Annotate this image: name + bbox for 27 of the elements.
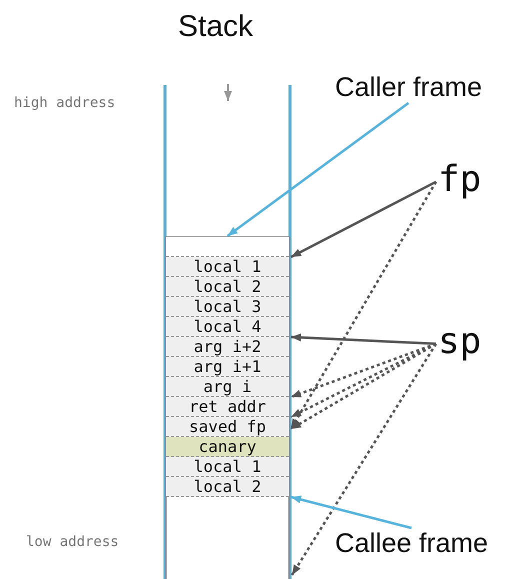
pointer-label: sp [438, 324, 482, 360]
arrow [290, 180, 437, 258]
stack-slot: saved fp [166, 417, 289, 437]
stack-slot: canary [166, 437, 289, 457]
pointer-label: fp [438, 162, 482, 198]
arrow [226, 102, 410, 237]
stack-slot: local 4 [166, 317, 289, 337]
address-label: high address [14, 96, 116, 110]
arrow [290, 333, 436, 346]
stack-slot: arg i+2 [166, 337, 289, 357]
diagram-title: Stack [178, 12, 254, 42]
stack-slot: arg i [166, 377, 289, 397]
frame-label: Caller frame [335, 74, 482, 101]
stack-slot: arg i+1 [166, 357, 289, 377]
dotted-arrow [290, 342, 436, 398]
stack-slot: local 3 [166, 297, 289, 317]
stack-slot: ret addr [166, 397, 289, 417]
arrow [290, 496, 412, 530]
stack-slot: local 2 [166, 277, 289, 297]
stack-slot: local 1 [166, 257, 289, 277]
stack-slot: local 1 [166, 457, 289, 477]
address-label: low address [26, 535, 119, 549]
frame-label: Callee frame [335, 530, 488, 557]
dotted-arrow [290, 343, 438, 576]
dotted-arrow [290, 181, 438, 430]
empty-slot [166, 237, 289, 257]
stack-slot: local 2 [166, 477, 289, 497]
